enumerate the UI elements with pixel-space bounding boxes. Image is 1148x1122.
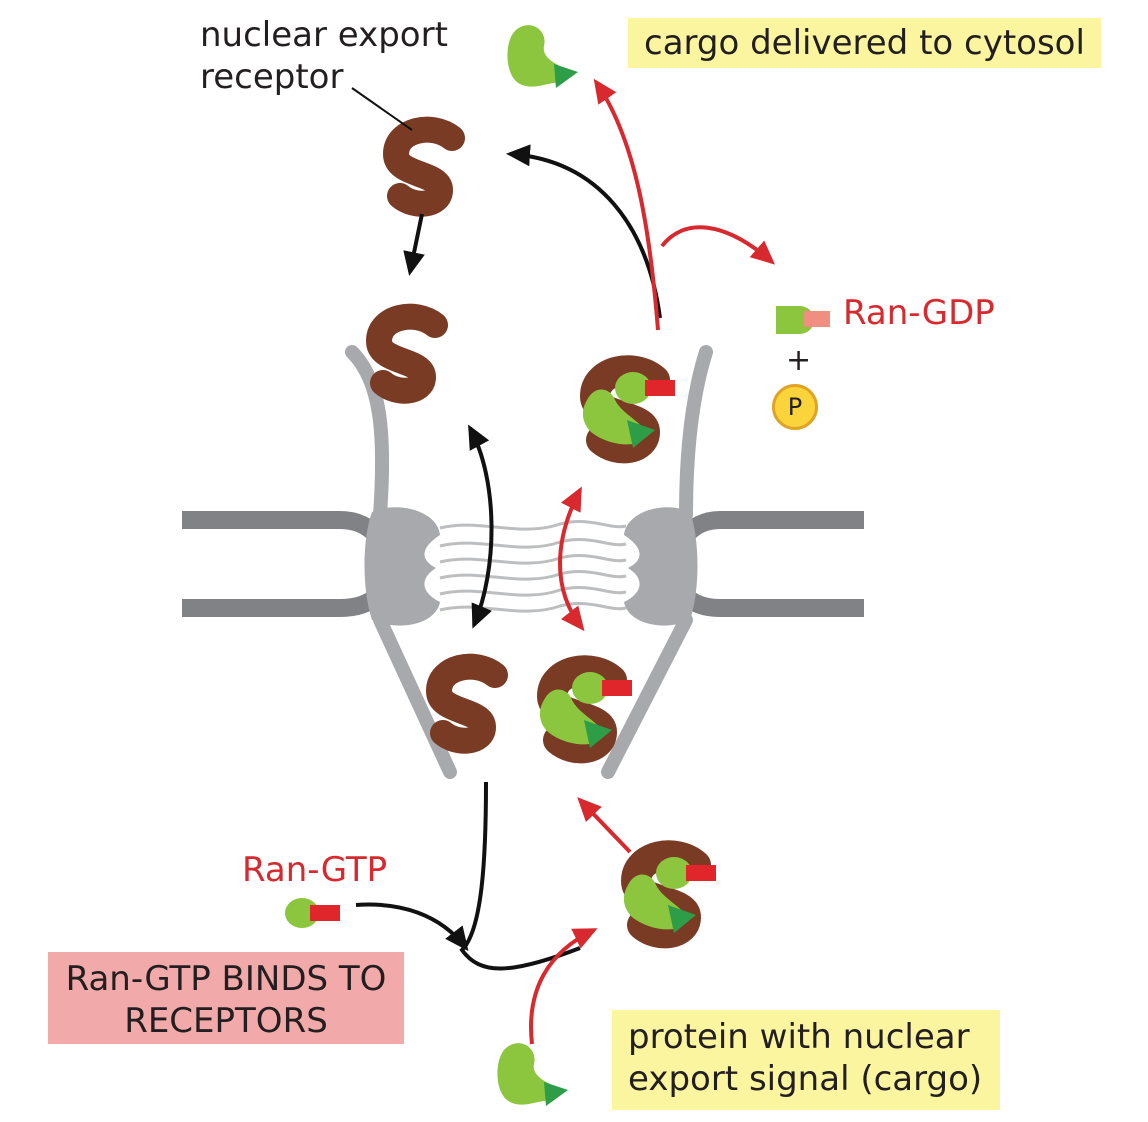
protein-cargo-line2: export signal (cargo) <box>628 1059 983 1099</box>
arrow-ran-gdp-release <box>660 225 776 265</box>
protein-cargo-box: protein with nuclear export signal (carg… <box>612 1010 1000 1110</box>
ran-gdp-molecule <box>776 306 830 334</box>
plus-sign: + <box>786 343 812 378</box>
line-receptor-to-complex <box>459 781 581 971</box>
arrow-receptor-shuttle <box>468 424 494 629</box>
arrow-complex-to-pore <box>577 797 632 854</box>
ran-gtp-binds-line2: RECEPTORS <box>124 1001 328 1041</box>
ran-gdp-label: Ran-GDP <box>843 293 995 333</box>
arrow-cargo-release <box>593 78 660 331</box>
ran-gtp-binds-box: Ran-GTP BINDS TO RECEPTORS <box>48 952 404 1044</box>
cargo-nuclear <box>497 1043 568 1106</box>
cargo-delivered-label: cargo delivered to cytosol <box>628 18 1101 68</box>
receptor-top <box>396 130 452 204</box>
receptor-label-line1: nuclear export <box>200 15 448 55</box>
cargo-released <box>507 25 578 88</box>
receptor-label-line2: receptor <box>200 57 344 97</box>
ran-gtp-binds-line1: Ran-GTP BINDS TO <box>65 959 387 999</box>
protein-cargo-line1: protein with nuclear <box>628 1017 970 1057</box>
ran-gtp-label: Ran-GTP <box>242 850 388 890</box>
receptor-cytosol-pore <box>379 317 435 391</box>
export-complex-pore <box>540 670 632 748</box>
arrow-cargo-binding <box>529 928 598 1045</box>
arrow-receptor-reentry <box>403 213 425 276</box>
receptor-pointer-line <box>351 87 413 131</box>
arrow-ran-gtp-join <box>355 902 469 952</box>
arrow-complex-shuttle <box>558 486 585 632</box>
ran-gtp-molecule <box>285 898 340 928</box>
receptor-nucleus-pore <box>439 667 495 741</box>
export-complex-cytosol <box>583 370 675 448</box>
export-complex-nucleus <box>624 855 716 933</box>
phosphate-circle: P <box>772 384 818 430</box>
